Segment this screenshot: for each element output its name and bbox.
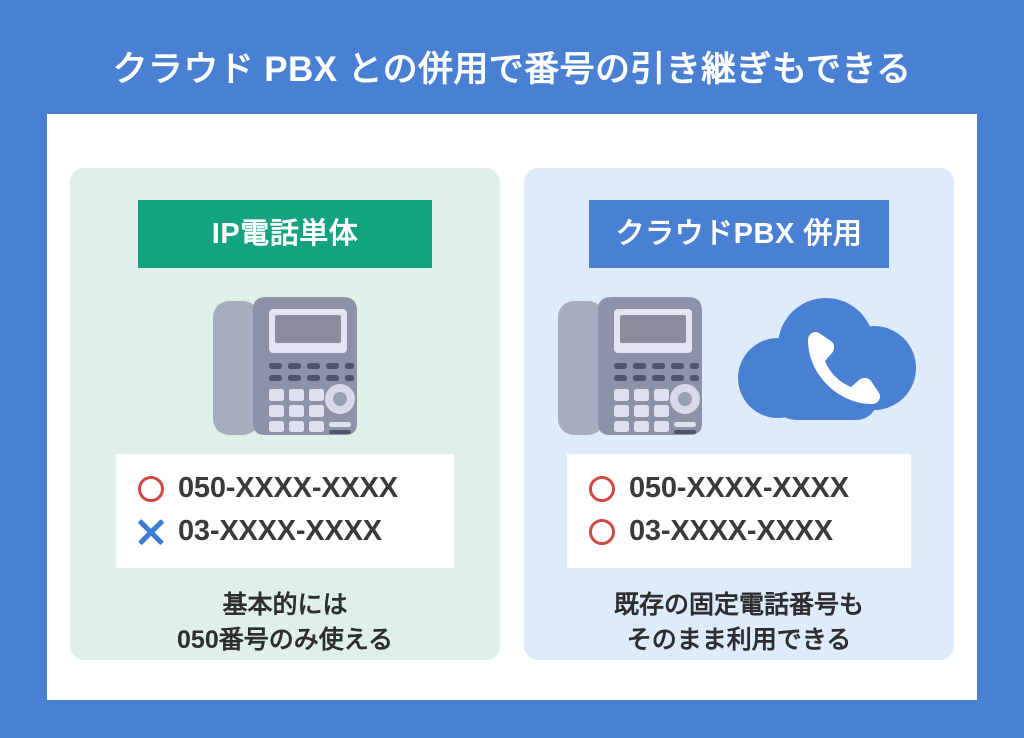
badge-label: クラウドPBX 併用 bbox=[615, 217, 863, 250]
number-row: 050-XXXX-XXXX bbox=[136, 468, 434, 509]
desk-phone-icon bbox=[209, 289, 361, 439]
illustration-row-left bbox=[209, 286, 361, 442]
page-title: クラウド PBX との併用で番号の引き継ぎもできる bbox=[112, 49, 912, 89]
number-row: 03-XXXX-XXXX bbox=[136, 511, 434, 552]
cross-ng-icon bbox=[136, 517, 166, 547]
phone-number-label: 03-XXXX-XXXX bbox=[178, 515, 382, 547]
comparison-card: IP電話単体 bbox=[47, 114, 977, 700]
circle-ok-icon bbox=[587, 474, 617, 504]
illustration-row-right bbox=[554, 286, 924, 442]
desk-phone-icon bbox=[554, 289, 706, 439]
phone-number-label: 03-XXXX-XXXX bbox=[629, 515, 833, 547]
panel-cloud-pbx-combined: クラウドPBX 併用 bbox=[524, 168, 954, 660]
poster-title-bar: クラウド PBX との併用で番号の引き継ぎもできる bbox=[0, 40, 1024, 98]
phone-number-label: 050-XXXX-XXXX bbox=[629, 472, 849, 504]
badge-cloud-pbx-combined: クラウドPBX 併用 bbox=[589, 200, 889, 268]
number-row: 03-XXXX-XXXX bbox=[587, 511, 891, 552]
numbers-box-left: 050-XXXX-XXXX 03-XXXX-XXXX bbox=[116, 454, 454, 568]
number-row: 050-XXXX-XXXX bbox=[587, 468, 891, 509]
badge-ip-phone-standalone: IP電話単体 bbox=[138, 200, 432, 268]
panel-caption: 既存の固定電話番号も そのまま利用できる bbox=[613, 591, 864, 654]
badge-label: IP電話単体 bbox=[211, 217, 359, 250]
phone-number-label: 050-XXXX-XXXX bbox=[178, 472, 398, 504]
cloud-phone-icon bbox=[734, 296, 924, 432]
circle-ok-icon bbox=[136, 474, 166, 504]
panel-caption: 基本的には 050番号のみ使える bbox=[177, 591, 393, 654]
circle-ok-icon bbox=[587, 517, 617, 547]
panel-ip-phone-standalone: IP電話単体 bbox=[70, 168, 500, 660]
numbers-box-right: 050-XXXX-XXXX 03-XXXX-XXXX bbox=[567, 454, 911, 568]
